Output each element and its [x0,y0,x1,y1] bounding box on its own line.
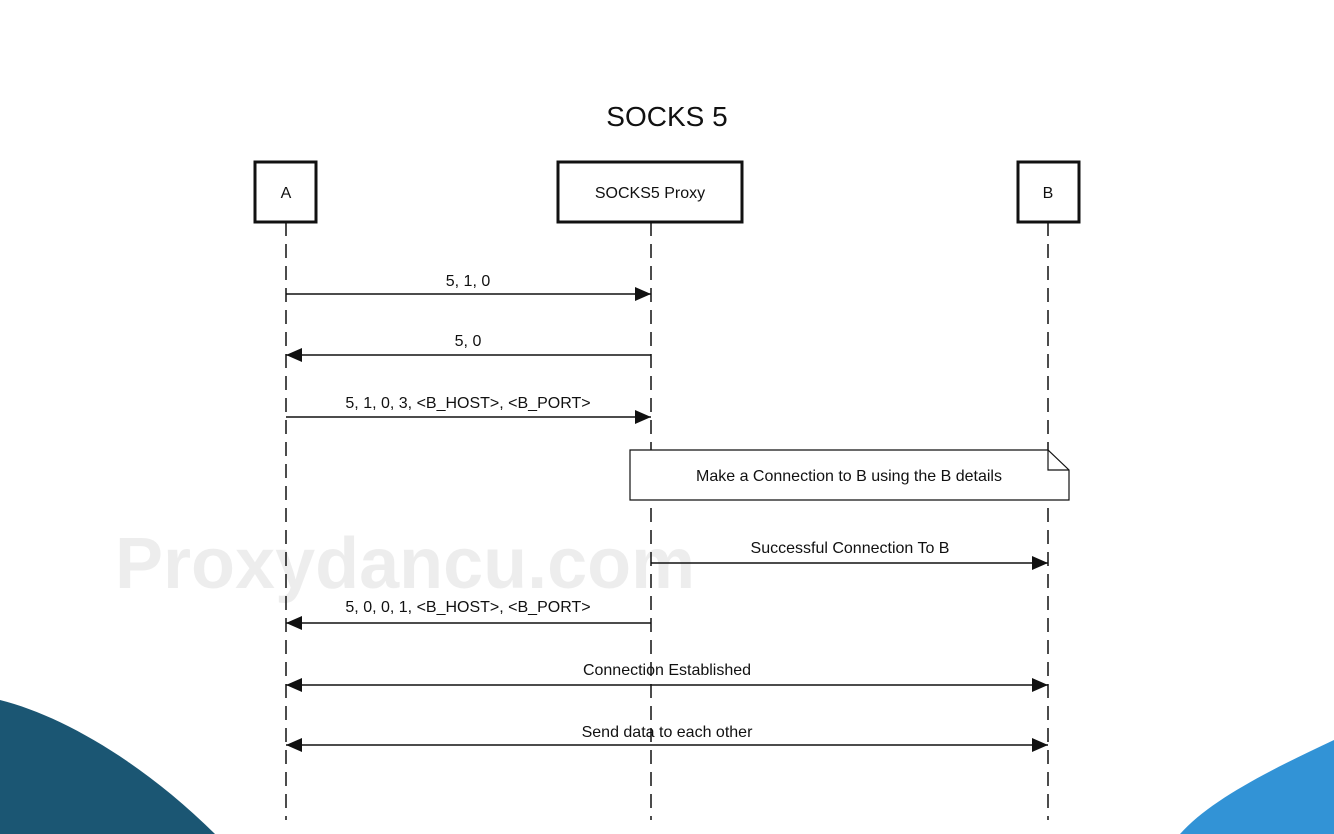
message-label-4: Successful Connection To B [751,540,950,557]
corner-shape-right [1180,740,1334,834]
participant-a-box [253,160,318,224]
corner-shape-left [0,700,215,834]
message-label-2: 5, 0 [455,333,482,350]
note-box [629,449,1070,501]
participant-b-label: B [1043,185,1054,202]
participant-proxy-label: SOCKS5 Proxy [595,185,705,202]
participant-proxy-box [556,160,744,224]
message-label-5: 5, 0, 0, 1, <B_HOST>, <B_PORT> [345,599,590,616]
message-label-7: Send data to each other [582,724,753,741]
watermark-text: Proxydancu.com [115,524,695,604]
note-text: Make a Connection to B using the B detai… [696,468,1002,485]
participant-a-label: A [281,185,292,202]
message-label-6: Connection Established [583,662,751,679]
message-label-1: 5, 1, 0 [446,273,491,290]
participant-b-box [1016,160,1081,224]
diagram-title: SOCKS 5 [606,101,727,132]
message-label-3: 5, 1, 0, 3, <B_HOST>, <B_PORT> [345,395,590,412]
note-fold [1047,450,1069,471]
